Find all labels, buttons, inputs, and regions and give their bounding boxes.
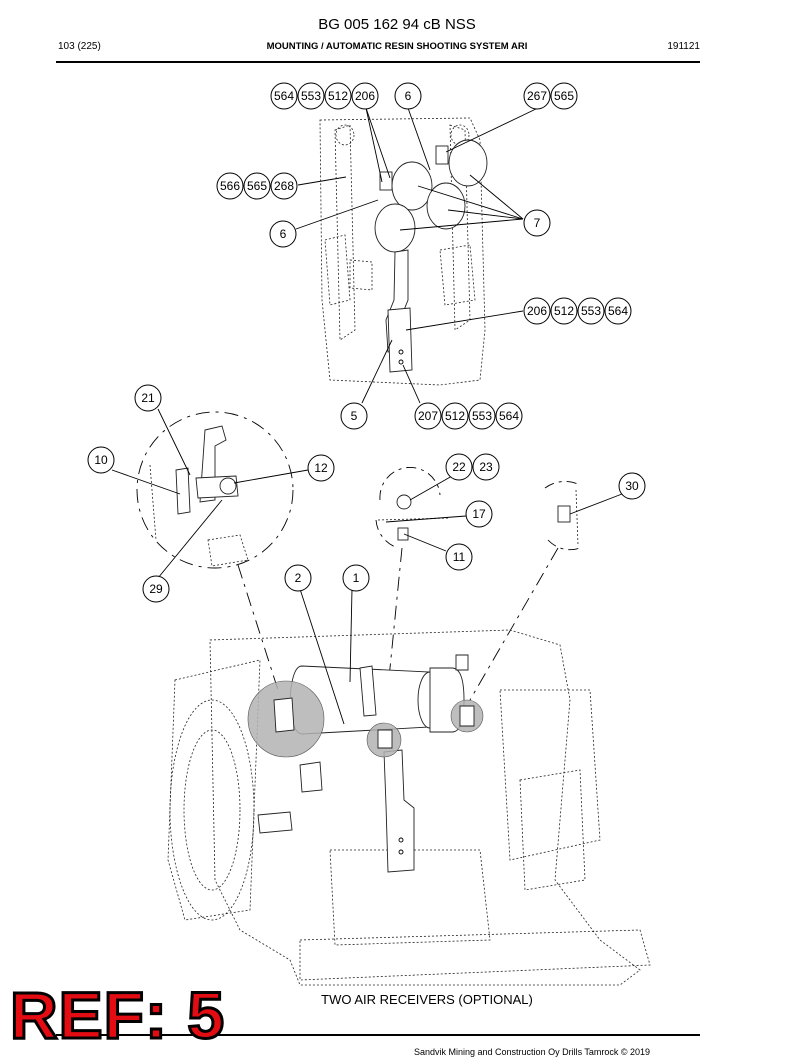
balloon-label: 565 <box>554 89 574 103</box>
balloon-label: 6 <box>280 227 287 241</box>
balloon: 564 <box>270 82 298 110</box>
balloon: 10 <box>87 446 115 474</box>
balloon: 565 <box>550 82 578 110</box>
balloon-label: 30 <box>625 479 639 493</box>
balloon: 268 <box>270 172 298 200</box>
document-number: BG 005 162 94 cB NSS <box>318 16 476 33</box>
balloon-label: 17 <box>472 507 486 521</box>
balloon-label: 553 <box>472 409 492 423</box>
balloon-label: 512 <box>445 409 465 423</box>
balloon: 29 <box>142 575 170 603</box>
balloon: 30 <box>618 472 646 500</box>
balloon-label: 512 <box>554 304 574 318</box>
balloon: 6 <box>269 220 297 248</box>
balloon: 512 <box>550 297 578 325</box>
balloon: 566 <box>216 172 244 200</box>
balloon-label: 23 <box>479 460 493 474</box>
balloon-label: 267 <box>527 89 547 103</box>
balloon: 512 <box>441 402 469 430</box>
balloon: 553 <box>577 297 605 325</box>
balloon: 6 <box>394 82 422 110</box>
balloon-label: 12 <box>314 461 328 475</box>
balloon: 207 <box>414 402 442 430</box>
balloon-label: 512 <box>328 89 348 103</box>
copyright-text: Sandvik Mining and Construction Oy Drill… <box>414 1047 651 1057</box>
figure-caption: TWO AIR RECEIVERS (OPTIONAL) <box>321 992 533 1007</box>
balloon-label: 22 <box>452 460 466 474</box>
main-assembly-view <box>167 629 651 986</box>
detail-circle-right <box>544 480 581 551</box>
footer-rule <box>56 1034 700 1036</box>
balloon-label: 564 <box>274 89 294 103</box>
balloon-label: 1 <box>353 571 360 585</box>
balloon: 1 <box>342 564 370 592</box>
balloon: 22 <box>445 453 473 481</box>
balloon-label: 268 <box>274 179 294 193</box>
detail-circle-middle <box>375 466 451 549</box>
upper-bracket-view <box>319 117 488 386</box>
balloon-label: 7 <box>534 216 541 230</box>
balloon-label: 566 <box>220 179 240 193</box>
balloon-label: 29 <box>149 582 163 596</box>
balloon: 5 <box>340 402 368 430</box>
balloon: 11 <box>445 543 473 571</box>
lower-leader-lines <box>111 408 623 725</box>
balloon-label: 206 <box>527 304 547 318</box>
balloon: 17 <box>465 500 493 528</box>
balloon-label: 206 <box>355 89 375 103</box>
balloon: 553 <box>297 82 325 110</box>
balloon-label: 11 <box>453 550 466 564</box>
balloon-label: 564 <box>499 409 519 423</box>
balloon: 206 <box>351 82 379 110</box>
balloon: 21 <box>134 384 162 412</box>
balloon-label: 10 <box>94 453 108 467</box>
balloon: 7 <box>523 209 551 237</box>
balloon: 206 <box>523 297 551 325</box>
header-rule <box>56 61 700 63</box>
balloon-label: 553 <box>581 304 601 318</box>
balloon: 564 <box>495 402 523 430</box>
callout-balloons: 564 553 512 206 6 267 565 566 565 268 7 … <box>87 82 646 603</box>
balloon: 564 <box>604 297 632 325</box>
balloon: 512 <box>324 82 352 110</box>
document-date: 191121 <box>667 41 700 52</box>
balloon-label: 5 <box>351 409 358 423</box>
balloon: 553 <box>468 402 496 430</box>
upper-leader-lines <box>295 107 539 404</box>
section-title: MOUNTING / AUTOMATIC RESIN SHOOTING SYST… <box>266 41 528 52</box>
balloon-label: 2 <box>295 571 302 585</box>
page-number: 103 (225) <box>58 41 101 52</box>
balloon: 565 <box>243 172 271 200</box>
balloon-label: 6 <box>405 89 412 103</box>
ref-stamp: REF: 5 <box>8 978 226 1052</box>
balloon-label: 565 <box>247 179 267 193</box>
balloon-label: 21 <box>141 391 155 405</box>
balloon: 267 <box>523 82 551 110</box>
balloon: 23 <box>472 453 500 481</box>
balloon-label: 564 <box>608 304 628 318</box>
balloon: 12 <box>307 454 335 482</box>
balloon: 2 <box>284 564 312 592</box>
balloon-label: 553 <box>301 89 321 103</box>
balloon-label: 207 <box>418 409 438 423</box>
detail-circle-left <box>136 411 294 569</box>
